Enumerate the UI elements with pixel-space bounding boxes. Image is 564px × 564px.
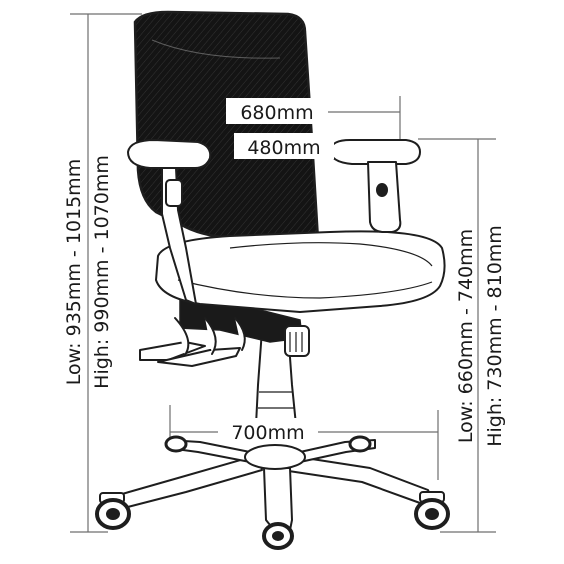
armrest-height-low-label: Low: 660mm - 740mm — [455, 229, 477, 443]
base-hub — [244, 444, 306, 470]
castor-front-right — [414, 491, 450, 530]
seat-mechanism — [139, 291, 310, 367]
overall-height-low-label: Low: 935mm - 1015mm — [63, 159, 85, 385]
castor-back-right — [348, 435, 372, 453]
castor-back-left — [164, 435, 188, 453]
armrest-right-post — [367, 161, 402, 233]
armrest-right — [329, 139, 421, 233]
castor-front-left — [95, 492, 131, 530]
tension-knob — [284, 325, 310, 357]
seat-width-label: 480mm — [247, 137, 320, 159]
overall-height-dimension-lines — [70, 13, 142, 533]
chair-illustration — [95, 10, 450, 550]
armrest-left-pad — [127, 139, 212, 169]
base-width-label: 700mm — [231, 422, 304, 444]
seat-cushion — [155, 230, 446, 313]
overall-height-high-label: High: 990mm - 1070mm — [91, 155, 113, 389]
castor-front-center — [262, 522, 294, 550]
armrest-left — [127, 139, 212, 305]
overall-width-label: 680mm — [240, 102, 313, 124]
armrest-adjust-button — [376, 183, 388, 197]
lever-middle — [157, 347, 241, 367]
armrest-height-high-label: High: 730mm - 810mm — [484, 225, 506, 447]
armrest-height-dimension-lines — [418, 138, 496, 533]
castor-wheels — [95, 435, 450, 550]
chair-base — [103, 439, 433, 531]
armrest-right-pad — [329, 139, 421, 165]
